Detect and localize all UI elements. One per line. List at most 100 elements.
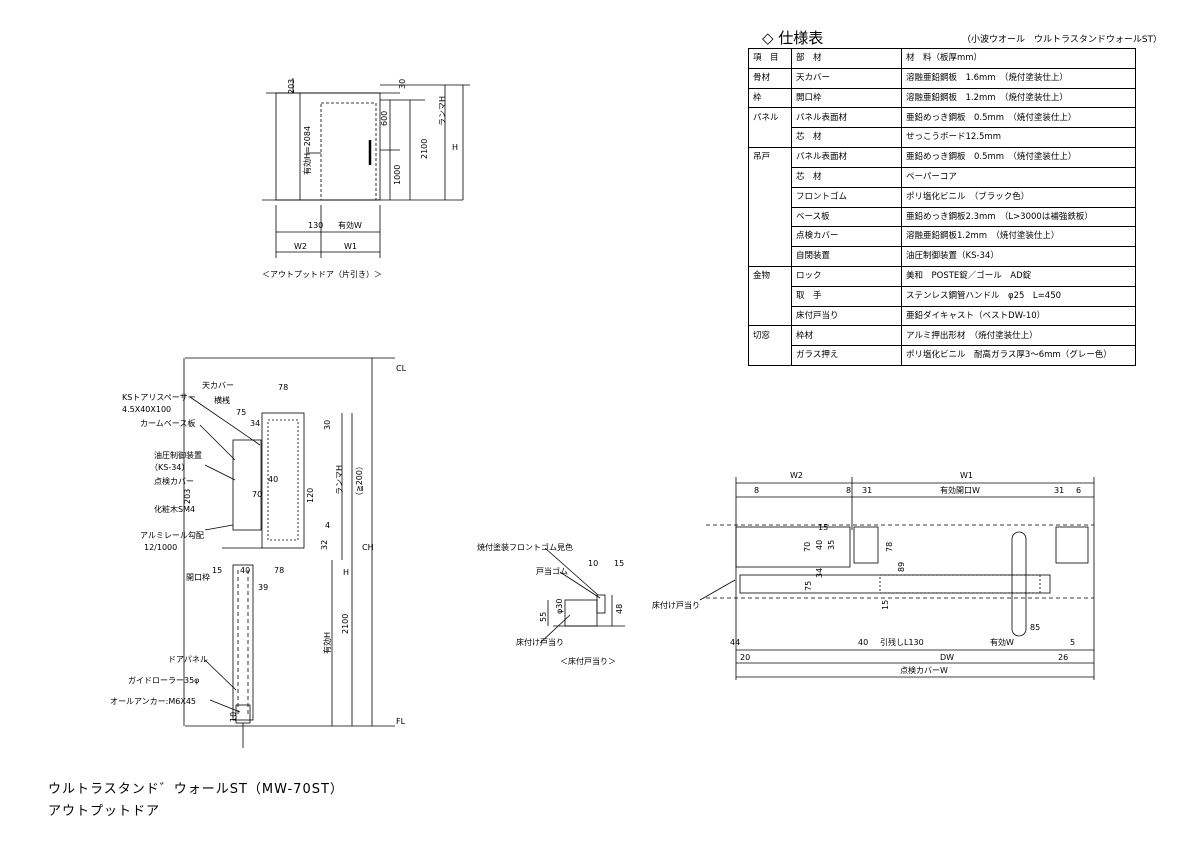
sec-78: 78 [278,383,288,392]
drawing-title-line2: アウトプットドア [48,804,161,819]
plan-8a: 8 [754,486,759,495]
spec-row: パネルパネル表面材亜鉛めっき鋼板 0.5mm （焼付塗装仕上） [748,107,1136,129]
plan-w1: W1 [960,471,973,480]
stopper-55: 55 [539,612,548,622]
sec-kiban: 横桟 [214,395,230,405]
drawing-title-line1: ウルトラスタンド゛ウォールST（MW-70ST） [48,782,344,797]
plan-8b: 8 [846,486,851,495]
elev-ranma: ランマH [438,96,447,126]
sec-34: 34 [250,419,260,428]
sec-75: 75 [236,408,246,417]
elevation-frame [275,92,381,201]
spec-row: 自閉装置油圧制御装置（KS-34） [748,246,1136,267]
plan-5: 5 [1070,638,1075,647]
sec-h: H [343,568,349,577]
sec-ks34: （KS-34） [150,463,189,472]
plan-w2: W2 [790,471,803,480]
elev-1000: 1000 [393,165,402,185]
elev-w2: W2 [294,242,307,251]
sec-203: 203 [183,489,192,504]
spec-row: 芯 材ペーパーコア [748,166,1136,188]
spec-subtitle: （小波ウオール ウルトラスタンドウォールST） [962,35,1163,45]
stopper-10: 10 [588,559,598,568]
plan-hatch [879,574,1041,594]
plan-jamb-right [1055,526,1089,564]
plan-78: 78 [885,542,894,552]
stopper-rubber-label: 戸当ゴム [536,566,568,576]
plan-40: 40 [815,540,824,550]
elev-yukoW: 有効W [338,220,362,230]
leader-5 [204,659,237,691]
sec-ranmaH2: （≧200） [355,462,364,500]
elev-caption: ＜アウトプットドア（片引き）＞ [262,269,382,279]
leader-2 [199,424,236,461]
plan-6: 6 [1076,486,1081,495]
plan-handle [1011,531,1027,637]
plan-frame-right [853,526,879,564]
plan-26: 26 [1058,653,1068,662]
plan-85: 85 [1030,623,1040,632]
stopper-leader-3 [539,614,571,644]
leader-3 [204,464,236,481]
stopper-rubber [596,594,606,614]
stopper-leader-2 [559,571,601,599]
leader-6 [209,699,241,713]
head-box [261,412,305,549]
sec-anchor: オールアンカー:M6X45 [110,697,196,706]
sec-15: 15 [212,566,222,575]
head-inner [267,419,299,541]
spec-title: ◇ 仕様表 [762,29,824,47]
sec-78b: 78 [274,566,284,575]
sec-roller: ガイドローラー35φ [128,675,199,685]
sec-tenken: 点検カバー [154,476,194,486]
stopper-leader-1 [544,547,599,596]
sec-30: 30 [323,420,332,430]
sec-yukoH: 有効H [322,632,332,654]
sec-40: 40 [268,475,278,484]
spec-row: 芯 材せっこうボード12.5mm [748,127,1136,149]
sec-kaikouwaku: 開口枠 [186,572,210,582]
door-panel [232,564,254,721]
stopper-15: 15 [614,559,624,568]
stopper-body [564,599,598,627]
sec-cl: CL [396,364,407,373]
plan-yukoW: 有効開口W [940,485,980,495]
plan-15b: 15 [881,600,890,610]
plan-31a: 31 [862,486,872,495]
sec-camBase: カームベース板 [140,418,195,428]
spec-row: 骨材天カバー溶融亜鉛鋼板 1.6mm （焼付塗装仕上） [748,67,1136,89]
elev-openH: 有効H=2084 [302,126,312,175]
plan-view [699,477,1095,680]
sec-doorPanel: ドアパネル [168,655,208,664]
spec-table-body: 項 目 部 材 材 料（板厚mm） 骨材天カバー溶融亜鉛鋼板 1.6mm （焼付… [748,48,1136,366]
elev-w1: W1 [344,242,357,251]
sec-spacer: KSトアリスペーサー [122,393,196,402]
sec-39: 39 [258,583,268,592]
plan-pull: 引残しL130 [880,637,924,647]
sec-ratio: 12/1000 [144,543,177,552]
spec-row: 取 手ステンレス鋼管ハンドル φ25 L=450 [748,285,1136,307]
rail [232,439,262,531]
sec-kesho: 化粧木SM4 [154,504,195,514]
sec-ch: CH [362,543,374,552]
stopper-view [539,547,625,644]
spec-row: 金物ロック美和 POSTE錠／ゴール AD錠 [748,265,1136,287]
stopper-48: 48 [615,604,624,614]
stopper-30: φ30 [555,599,564,614]
elev-30: 30 [398,79,407,89]
spec-row: 点検カバー溶融亜鉛鋼板1.2mm （焼付塗装仕上） [748,226,1136,248]
plan-31b: 31 [1054,486,1064,495]
sec-yuatsu: 油圧制御装置 [154,450,202,460]
sec-4: 4 [325,521,330,530]
stopper-floor-label: 床付け戸当り [516,637,564,647]
sec-ranmaH: ランマH [335,465,344,495]
sec-spacerSize: 4.5X40X100 [122,405,171,414]
elevation-view [262,78,470,258]
plan-20: 20 [740,653,750,662]
spec-row: ベース板亜鉛めっき鋼板2.3mm （L>3000は補強鉄板） [748,206,1136,228]
plan-40b: 40 [858,638,868,647]
sec-40b: 40 [240,566,250,575]
plan-35: 35 [827,540,836,550]
elev-203: 203 [287,79,296,94]
